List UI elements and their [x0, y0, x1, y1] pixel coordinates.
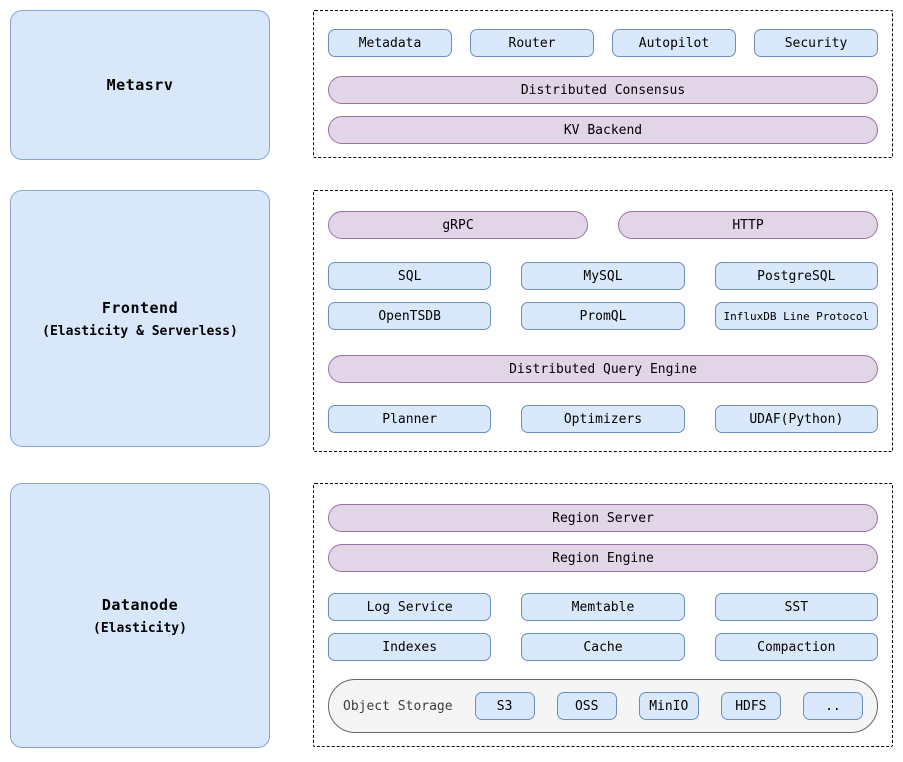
frontend-node: Frontend (Elasticity & Serverless) [10, 190, 270, 447]
component-security: Security [754, 29, 878, 57]
component-opentsdb: OpenTSDB [328, 302, 492, 330]
pill-region-server: Region Server [328, 504, 878, 532]
component-sst: SST [714, 593, 878, 621]
backend-minio: MinIO [638, 692, 699, 720]
component-cache: Cache [521, 633, 685, 661]
component-optimizers: Optimizers [521, 405, 685, 433]
component-mysql: MySQL [521, 262, 685, 290]
pill-distributed-consensus: Distributed Consensus [328, 76, 878, 104]
frontend-panel: gRPC HTTP SQL MySQL PostgreSQL OpenTSDB … [313, 190, 893, 452]
object-storage-backends: S3 OSS MinIO HDFS .. [474, 692, 863, 720]
pill-distributed-query-engine: Distributed Query Engine [328, 355, 878, 383]
backend-hdfs: HDFS [720, 692, 781, 720]
pill-kv-backend: KV Backend [328, 116, 878, 144]
component-log-service: Log Service [328, 593, 492, 621]
datanode-node: Datanode (Elasticity) [10, 483, 270, 748]
component-udaf-python: UDAF(Python) [714, 405, 878, 433]
protocols-row-2: OpenTSDB PromQL InfluxDB Line Protocol [328, 302, 878, 330]
object-storage-label: Object Storage [343, 698, 453, 714]
frontend-subtitle: (Elasticity & Serverless) [42, 323, 238, 339]
component-promql: PromQL [521, 302, 685, 330]
object-storage-strip: Object Storage S3 OSS MinIO HDFS .. [328, 679, 878, 733]
backend-s3: S3 [474, 692, 535, 720]
datanode-panel: Region Server Region Engine Log Service … [313, 483, 893, 747]
backend-oss: OSS [556, 692, 617, 720]
datanode-subtitle: (Elasticity) [93, 620, 187, 636]
component-autopilot: Autopilot [612, 29, 736, 57]
metasrv-node: Metasrv [10, 10, 270, 160]
datanode-components-row-2: Indexes Cache Compaction [328, 633, 878, 661]
component-postgresql: PostgreSQL [714, 262, 878, 290]
component-sql: SQL [328, 262, 492, 290]
datanode-components-row-1: Log Service Memtable SST [328, 593, 878, 621]
component-compaction: Compaction [714, 633, 878, 661]
component-memtable: Memtable [521, 593, 685, 621]
component-planner: Planner [328, 405, 492, 433]
metasrv-components-row: Metadata Router Autopilot Security [328, 29, 878, 57]
component-influxdb-line-protocol: InfluxDB Line Protocol [714, 302, 878, 330]
component-metadata: Metadata [328, 29, 452, 57]
frontend-title: Frontend [101, 298, 179, 317]
metasrv-title: Metasrv [106, 76, 174, 94]
datanode-title: Datanode [101, 595, 179, 614]
engine-components-row: Planner Optimizers UDAF(Python) [328, 405, 878, 433]
pill-http: HTTP [618, 211, 878, 239]
component-indexes: Indexes [328, 633, 492, 661]
protocols-row-1: SQL MySQL PostgreSQL [328, 262, 878, 290]
pill-grpc: gRPC [328, 211, 588, 239]
component-router: Router [470, 29, 594, 57]
metasrv-panel: Metadata Router Autopilot Security Distr… [313, 10, 893, 158]
pill-region-engine: Region Engine [328, 544, 878, 572]
transport-pills-row: gRPC HTTP [328, 211, 878, 239]
backend-more: .. [802, 692, 863, 720]
